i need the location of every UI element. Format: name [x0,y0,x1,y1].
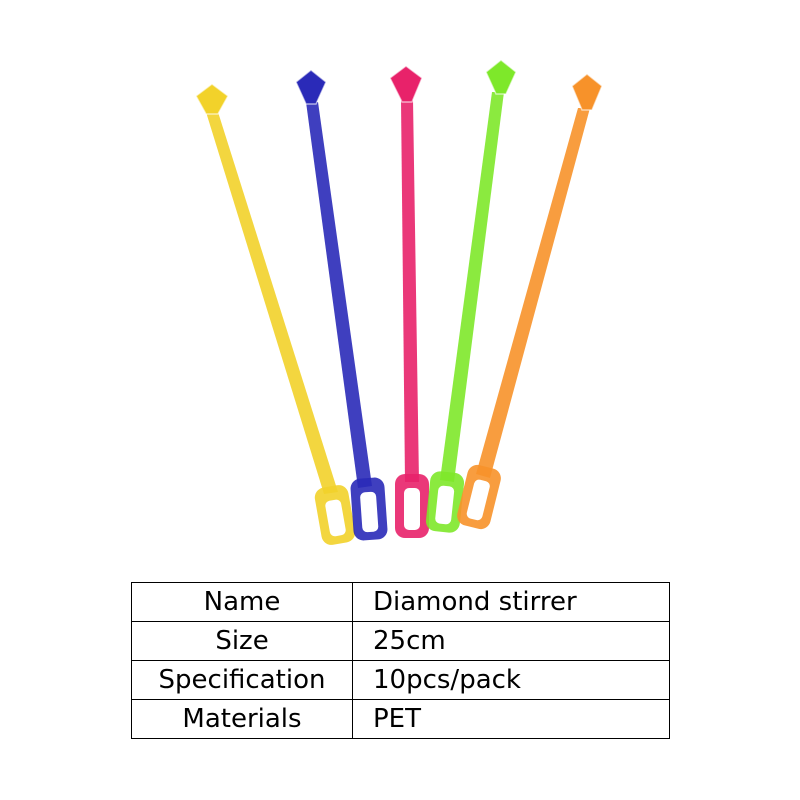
name-label: Name [131,582,353,622]
specification-label: Specification [131,660,353,700]
materials-label: Materials [131,699,353,739]
size-value: 25cm [352,621,670,661]
specification-value: 10pcs/pack [352,660,670,700]
table-row: Materials PET [131,699,670,739]
materials-value: PET [352,699,670,739]
blue-stirrer [295,69,388,541]
spec-table: Name Diamond stirrer Size 25cm Specifica… [131,582,670,739]
table-row: Size 25cm [131,621,670,661]
name-value: Diamond stirrer [352,582,670,622]
table-row: Name Diamond stirrer [131,582,670,622]
size-label: Size [131,621,353,661]
table-row: Specification 10pcs/pack [131,660,670,700]
yellow-stirrer [195,83,356,545]
orange-stirrer [457,73,603,530]
green-stirrer [425,59,517,533]
pink-stirrer [389,65,429,538]
stirrers-image [195,59,603,545]
